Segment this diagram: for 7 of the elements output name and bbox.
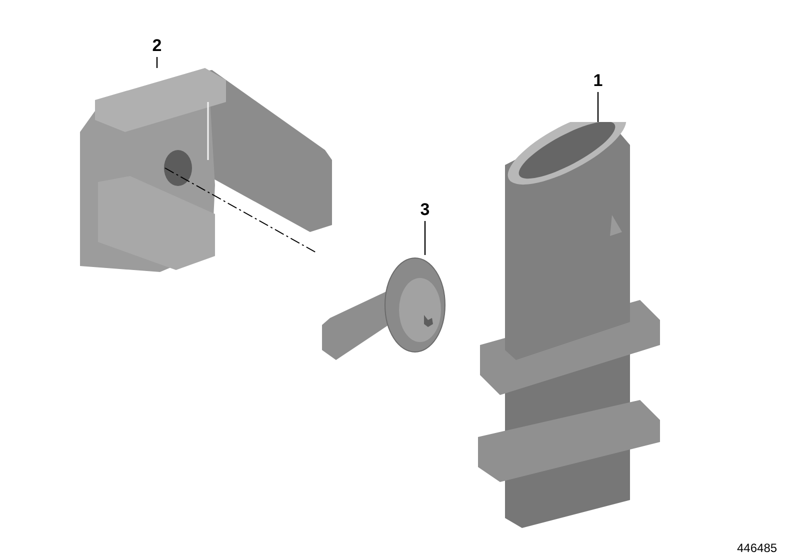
drawing-number: 446485 xyxy=(737,541,778,555)
leader-line xyxy=(156,57,158,68)
leader-line xyxy=(597,92,599,122)
callout-number: 1 xyxy=(589,71,607,91)
callout-number: 2 xyxy=(148,36,166,56)
callout-number: 3 xyxy=(416,200,434,220)
leader-line xyxy=(424,221,426,255)
